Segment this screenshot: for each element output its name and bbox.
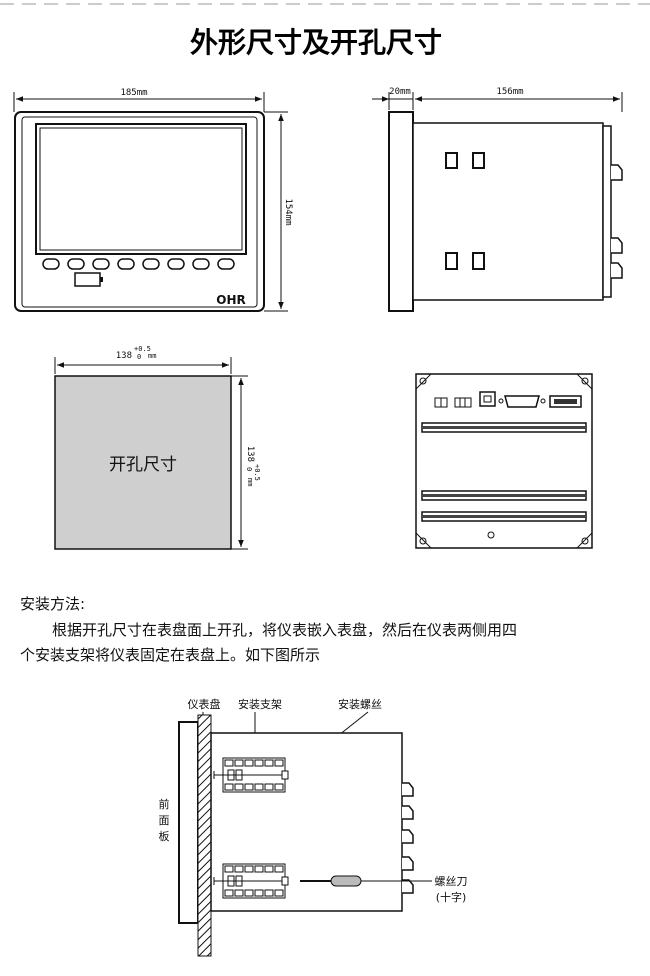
front-key	[167, 258, 185, 270]
cutout-height-unit: mm	[246, 478, 254, 486]
bracket-slot	[472, 252, 485, 270]
front-label-char: 板	[159, 829, 170, 843]
install-text-line-2: 个安装支架将仪表固定在表盘上。如下图所示	[20, 646, 321, 664]
rear-view	[415, 373, 593, 549]
installation-diagram: 仪表盘 安装支架 安装螺丝	[159, 697, 468, 957]
cutout-width-unit: mm	[148, 352, 156, 360]
cutout-width-main: 138	[116, 351, 132, 361]
serial-port-icon	[504, 395, 540, 408]
bezel-depth-label: 20mm	[389, 87, 411, 97]
bracket-slot	[472, 152, 485, 169]
corner-screw-icon	[581, 377, 589, 385]
screwdriver-label: 螺丝刀	[435, 875, 468, 888]
lcd-screen	[35, 123, 247, 255]
mounting-bracket-bottom	[213, 863, 289, 899]
rear-terminal-block	[602, 125, 612, 298]
brand-logo: OHR	[216, 293, 245, 307]
cutout-width-tolerance: +0.5	[134, 345, 151, 353]
bracket-slot	[445, 152, 458, 169]
install-method-heading: 安装方法:	[20, 595, 86, 613]
panel-label: 仪表盘	[188, 697, 221, 711]
cutout-view: 138 +0.5 0 mm 开孔尺寸 138 +0.5 0 mm	[54, 345, 261, 550]
side-bezel	[388, 111, 414, 312]
side-body	[412, 122, 604, 301]
panel-cutout-area	[54, 375, 232, 550]
screw-label: 安装螺丝	[338, 697, 382, 711]
corner-screw-icon	[419, 537, 427, 545]
cutout-width-tolerance-low: 0	[137, 353, 141, 361]
cutout-height-main: 138	[245, 446, 255, 462]
front-view: 185mm OHR 154mm	[13, 88, 293, 312]
front-key	[192, 258, 210, 270]
cutout-label: 开孔尺寸	[109, 455, 177, 475]
front-label-char: 前	[159, 797, 170, 811]
screwdriver-sub-label: (十字)	[436, 890, 467, 904]
mounting-panel-hatched	[197, 714, 212, 957]
bracket-slot	[445, 252, 458, 270]
rear-hole	[487, 531, 495, 539]
front-key	[42, 258, 60, 270]
side-view: 20mm 156mm	[372, 87, 623, 312]
bracket-label: 安装支架	[238, 697, 282, 711]
front-key	[217, 258, 235, 270]
instrument-front-inner	[21, 116, 258, 308]
front-height-label: 154mm	[283, 198, 293, 225]
front-key	[142, 258, 160, 270]
corner-screw-icon	[581, 537, 589, 545]
cutout-height-tolerance-low: 0	[245, 467, 253, 471]
front-keys	[42, 258, 235, 270]
corner-screw-icon	[419, 377, 427, 385]
body-depth-label: 156mm	[496, 87, 523, 97]
usb-port	[74, 272, 101, 287]
mounting-bracket-top	[213, 757, 289, 793]
page-title: 外形尺寸及开孔尺寸	[190, 26, 442, 59]
front-width-label: 185mm	[120, 88, 147, 98]
small-connector	[454, 397, 472, 408]
front-key	[67, 258, 85, 270]
install-text-line-1: 根据开孔尺寸在表盘面上开孔，将仪表嵌入表盘，然后在仪表两侧用四	[52, 621, 518, 639]
front-label-char: 面	[159, 814, 170, 827]
cutout-height-tolerance: +0.5	[253, 464, 261, 481]
front-key	[92, 258, 110, 270]
front-key	[117, 258, 135, 270]
front-panel-bezel	[178, 721, 199, 924]
screwdriver-icon	[300, 875, 362, 887]
